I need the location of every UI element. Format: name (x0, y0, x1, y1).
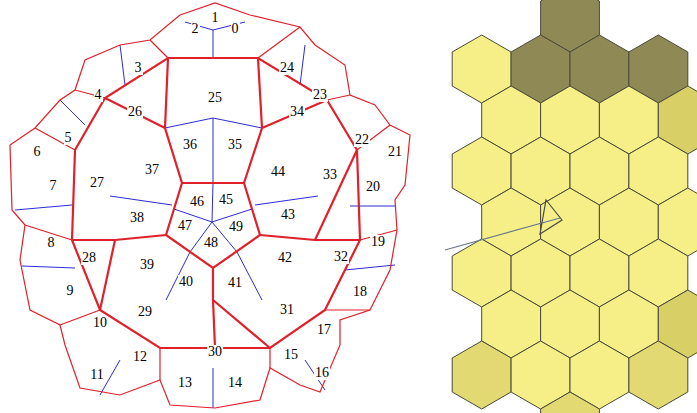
callout-number: 33 (322, 168, 338, 182)
callout-number: 38 (129, 211, 145, 225)
callout-number: 41 (227, 276, 243, 290)
blue-edge (213, 368, 214, 408)
callout-number: 11 (89, 368, 104, 382)
callout-number: 47 (177, 219, 193, 233)
blue-edge (15, 205, 72, 210)
red-spoke (262, 100, 327, 128)
view-axis (445, 218, 560, 250)
callout-number: 10 (92, 316, 108, 330)
hex-face (452, 341, 511, 409)
callout-number: 12 (132, 350, 148, 364)
red-spoke (165, 58, 182, 183)
callout-number: 37 (144, 163, 160, 177)
blue-edge (300, 45, 305, 85)
callout-number: 18 (352, 285, 368, 299)
callout-number: 27 (89, 176, 105, 190)
callout-number: 7 (49, 179, 58, 193)
callout-number: 14 (227, 376, 243, 390)
callout-number: 22 (354, 133, 370, 147)
callout-number: 3 (134, 61, 143, 75)
inner-pentagon (166, 183, 260, 268)
callout-number: 0 (231, 22, 240, 36)
callout-number: 31 (279, 303, 295, 317)
callout-number: 48 (203, 236, 219, 250)
callout-number: 1 (211, 11, 220, 25)
callout-number: 29 (137, 305, 153, 319)
callout-number: 49 (228, 220, 244, 234)
red-edge (327, 95, 350, 100)
blue-edge (165, 118, 262, 128)
callout-number: 8 (47, 236, 56, 250)
callout-number: 2 (191, 22, 200, 36)
callout-number: 21 (387, 145, 403, 159)
red-spoke (213, 268, 215, 348)
blue-edge (345, 265, 395, 270)
red-edge (159, 348, 160, 380)
hex-face (541, 392, 600, 413)
blue-edge (110, 196, 172, 205)
red-edge (269, 348, 270, 368)
callout-number: 46 (189, 195, 205, 209)
callout-number: 25 (207, 91, 223, 105)
callout-number: 26 (127, 105, 143, 119)
blue-edge (60, 100, 85, 125)
middle-ring (72, 58, 360, 348)
callout-number: 15 (283, 348, 299, 362)
hex-face (629, 341, 688, 409)
callout-number: 44 (270, 165, 286, 179)
blue-edge (213, 118, 214, 183)
callout-number: 23 (312, 88, 328, 102)
red-spoke (100, 240, 115, 310)
red-edge (325, 309, 370, 310)
red-edge (258, 27, 300, 58)
red-spoke (315, 150, 357, 240)
callout-number: 16 (314, 366, 330, 380)
red-edges (10, 3, 410, 408)
blue-edge (213, 30, 214, 58)
callout-number: 5 (64, 131, 73, 145)
callout-number: 36 (182, 138, 198, 152)
red-spoke (213, 300, 270, 348)
axis-marker (540, 200, 562, 234)
callout-number: 45 (218, 193, 234, 207)
callout-number: 39 (139, 258, 155, 272)
callout-number: 6 (33, 145, 42, 159)
callout-number: 30 (207, 345, 223, 359)
blue-edge (350, 206, 396, 207)
callout-number: 40 (178, 275, 194, 289)
callout-number: 9 (66, 284, 75, 298)
outer-boundary (10, 3, 410, 408)
blue-edge (120, 45, 125, 85)
callout-number: 28 (81, 251, 97, 265)
callout-number: 17 (316, 323, 332, 337)
red-spoke (72, 235, 166, 240)
red-spoke (260, 235, 360, 240)
blue-edge (255, 196, 318, 205)
callout-number: 20 (365, 180, 381, 194)
callout-number: 32 (333, 250, 349, 264)
callout-number: 35 (227, 138, 243, 152)
blue-edge (212, 183, 213, 222)
callout-number: 24 (279, 61, 295, 75)
callout-number: 19 (370, 235, 386, 249)
red-spoke (244, 58, 262, 183)
blue-edge (22, 266, 75, 268)
red-spoke (105, 98, 165, 128)
callout-number: 42 (277, 251, 293, 265)
callout-number: 43 (280, 208, 296, 222)
blue-edges (15, 22, 396, 408)
callout-number: 4 (94, 88, 103, 102)
callout-number: 34 (289, 105, 305, 119)
callout-number: 13 (177, 376, 193, 390)
red-edge (150, 40, 168, 58)
